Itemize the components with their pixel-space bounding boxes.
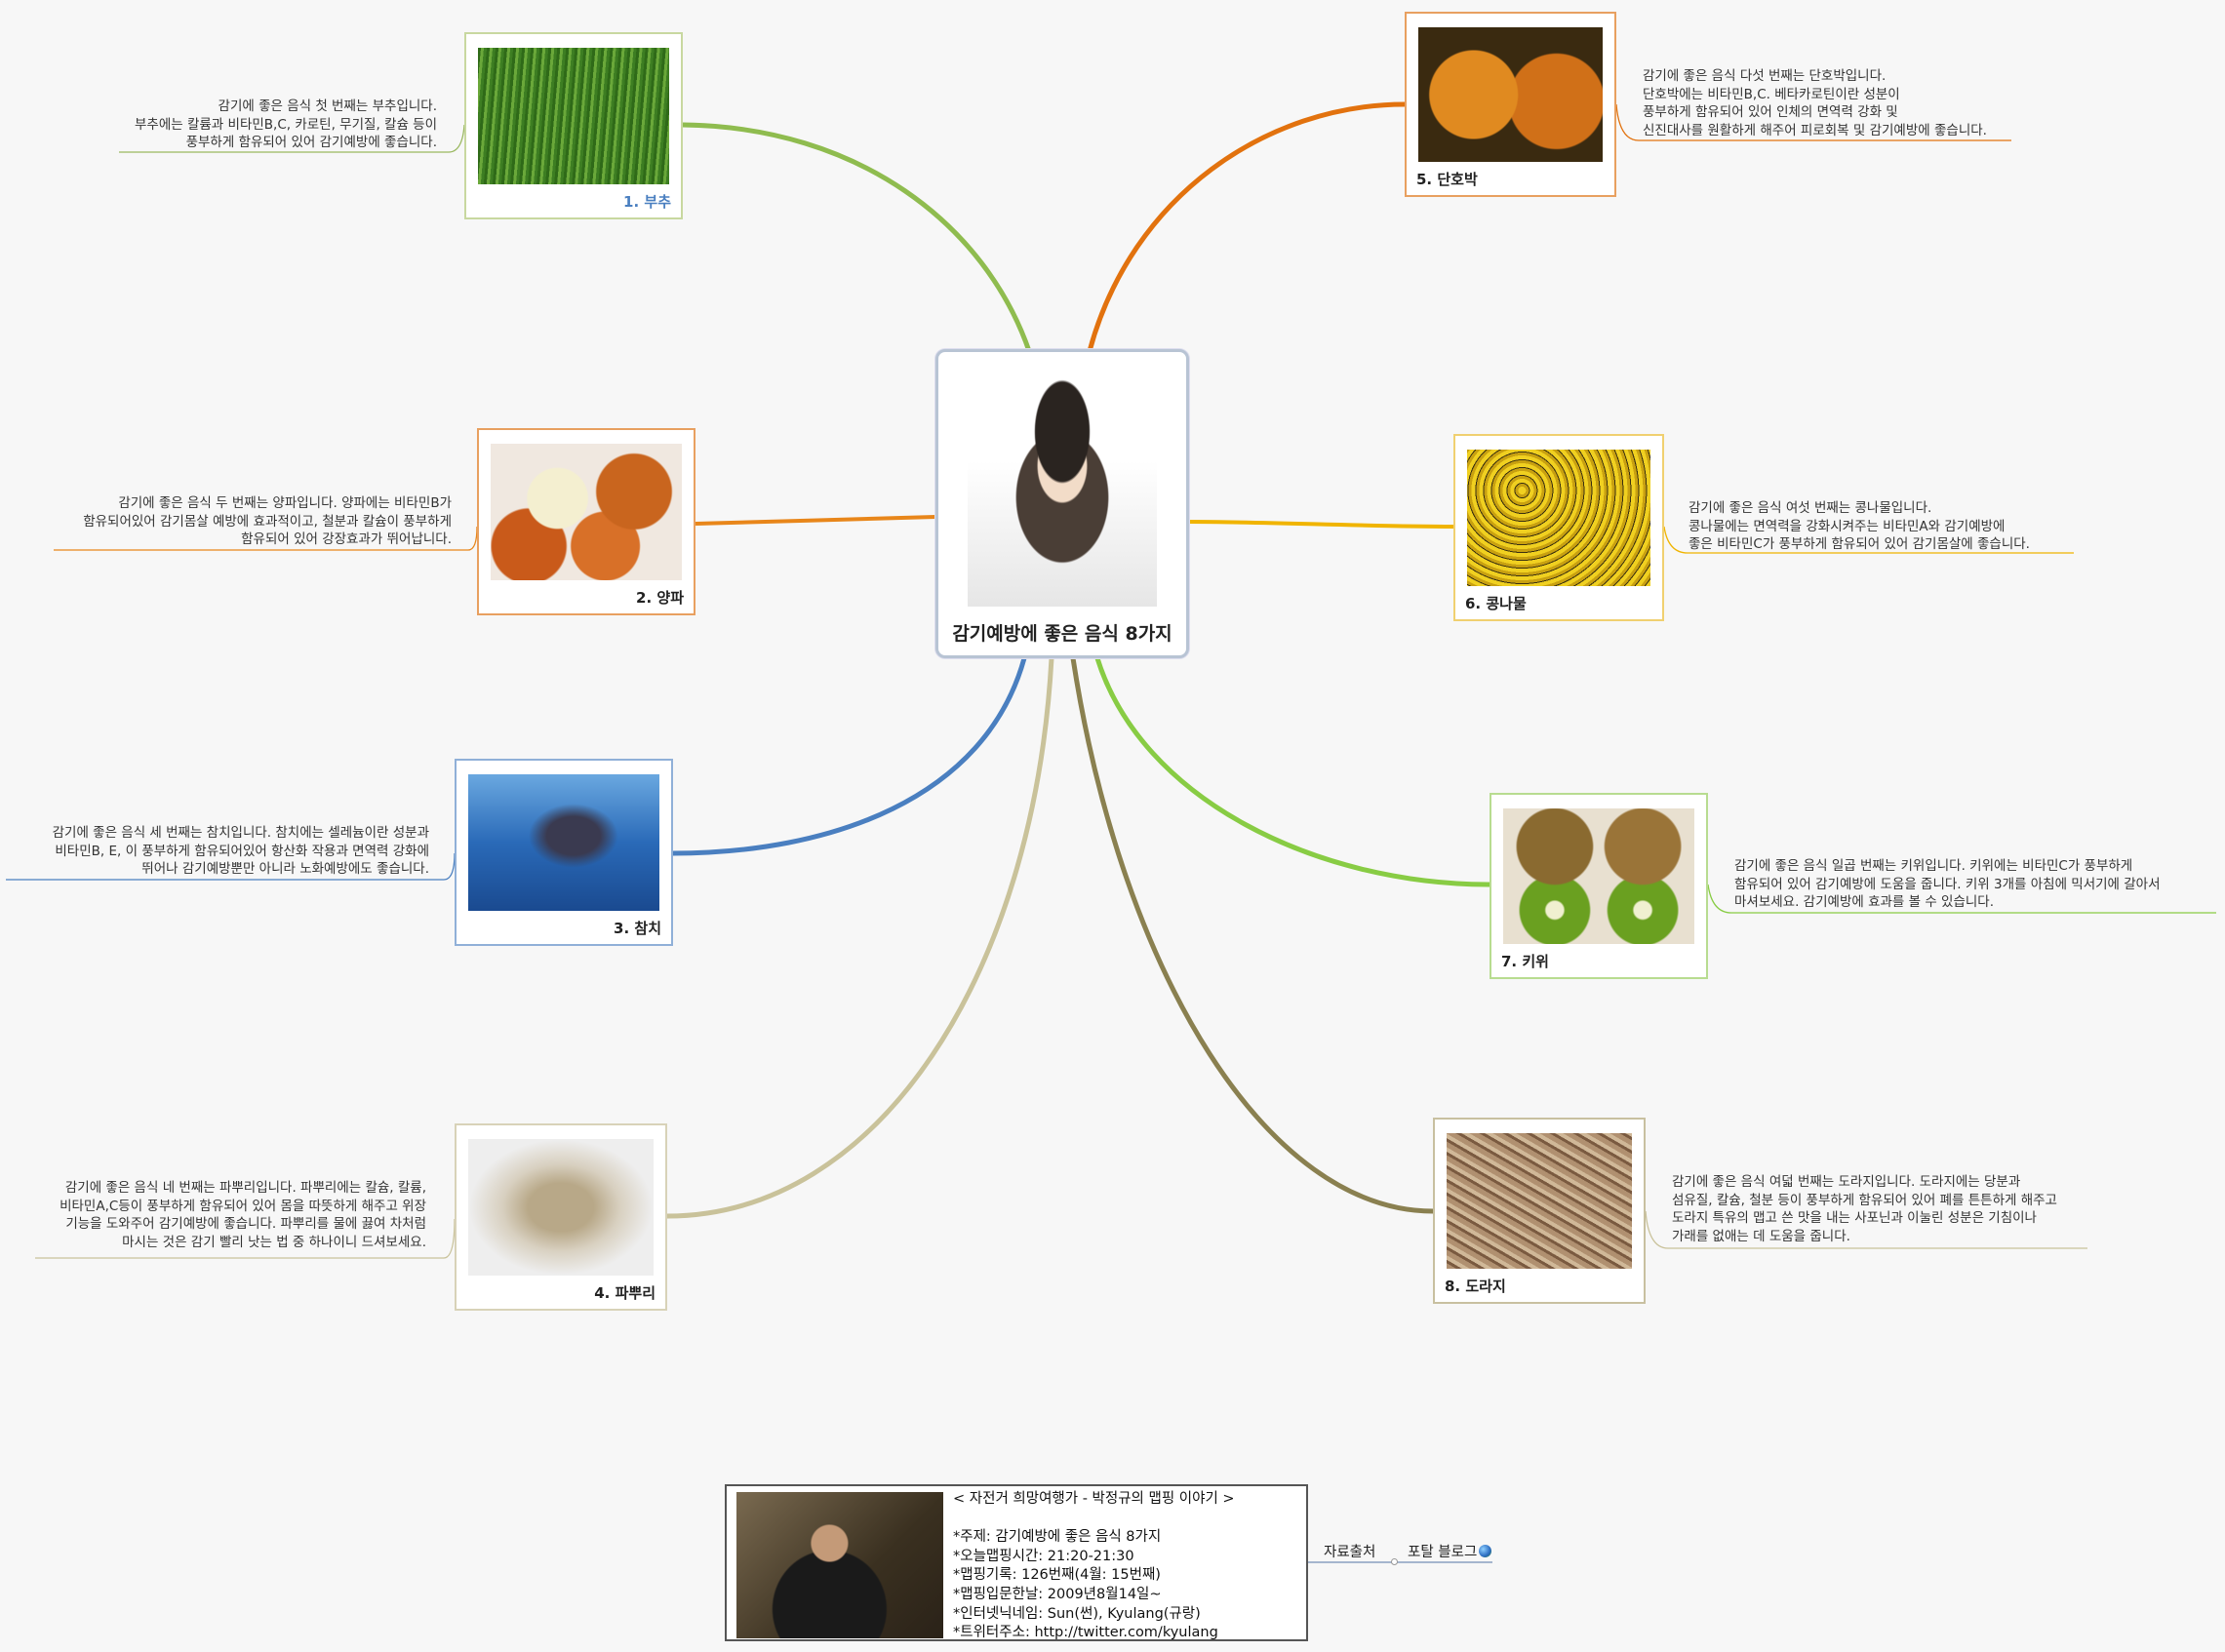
info-line: < 자전거 희망여행가 - 박정규의 맵핑 이야기 > — [953, 1491, 1235, 1507]
connector-dot — [1391, 1558, 1398, 1565]
pumpkin-image — [1418, 27, 1603, 162]
info-line: *맵핑입문한날: 2009년8월14일~ — [953, 1586, 1162, 1602]
desc-line: 좋은 비타민C가 풍부하게 함유되어 있어 감기몸살에 좋습니다. — [1689, 536, 2030, 552]
branch-6 — [1188, 520, 1454, 529]
desc-line: 부추에는 칼륨과 비타민B,C, 카로틴, 무기질, 칼슘 등이 — [135, 116, 437, 133]
desc-line: 마시는 것은 감기 빨리 낫는 법 중 하나이니 드셔보세요. — [122, 1234, 426, 1250]
desc-line: 감기에 좋은 음식 여덟 번째는 도라지입니다. 도라지에는 당분과 — [1672, 1174, 2021, 1190]
author-info-box[interactable]: < 자전거 희망여행가 - 박정규의 맵핑 이야기 > *주제: 감기예방에 좋… — [725, 1484, 1308, 1641]
food-node-onion[interactable]: 2. 양파 — [477, 428, 695, 615]
desc-line: 섬유질, 칼슘, 철분 등이 풍부하게 함유되어 있어 폐를 튼튼하게 해주고 — [1672, 1192, 2057, 1208]
desc-line: 비타민A,C등이 풍부하게 함유되어 있어 몸을 따뜻하게 해주고 위장 — [60, 1198, 426, 1214]
desc-line: 감기에 좋은 음식 첫 번째는 부추입니다. — [218, 98, 437, 114]
food-node-pumpkin[interactable]: 5. 단호박 — [1405, 12, 1616, 197]
desc-line: 감기에 좋은 음식 네 번째는 파뿌리입니다. 파뿌리에는 칼슘, 칼륨, — [64, 1180, 426, 1196]
desc-line: 뛰어나 감기예방뿐만 아니라 노화예방에도 좋습니다. — [141, 861, 429, 877]
desc-line: 가래를 없애는 데 도움을 줍니다. — [1672, 1228, 1850, 1244]
desc-line: 함유되어 있어 감기예방에 도움을 줍니다. 키위 3개를 아침에 믹서기에 갈… — [1734, 876, 2161, 892]
info-line: *주제: 감기예방에 좋은 음식 8가지 — [953, 1529, 1162, 1546]
branch-8 — [1070, 657, 1434, 1214]
branch-1 — [682, 122, 1032, 352]
bean-sprouts-image — [1467, 450, 1650, 586]
bellflower-root-image — [1447, 1133, 1632, 1269]
desc-line: 감기에 좋은 음식 두 번째는 양파입니다. 양파에는 비타민B가 — [118, 495, 452, 511]
desc-bean-sprouts: 감기에 좋은 음식 여섯 번째는 콩나물입니다. 콩나물에는 면역력을 강화시켜주… — [1689, 499, 2030, 557]
branch-2 — [695, 515, 936, 526]
onion-image — [491, 444, 682, 580]
food-label: 4. 파뿌리 — [594, 1284, 656, 1302]
globe-icon — [1479, 1545, 1492, 1557]
branch-4 — [666, 657, 1054, 1219]
scallion-root-image — [468, 1139, 654, 1276]
desc-line: 도라지 특유의 맵고 쓴 맛을 내는 사포닌과 이눌린 성분은 기침이나 — [1672, 1210, 2037, 1226]
desc-scallion-root: 감기에 좋은 음식 네 번째는 파뿌리입니다. 파뿌리에는 칼슘, 칼륨, 비타민… — [60, 1179, 426, 1254]
food-node-kiwi[interactable]: 7. 키위 — [1490, 793, 1708, 979]
info-line: *오늘맵핑시간: 21:20-21:30 — [953, 1548, 1134, 1564]
info-line: *인터넷닉네임: Sun(썬), Kyulang(규랑) — [953, 1605, 1201, 1622]
desc-line: 함유되어 있어 강장효과가 뛰어납니다. — [241, 531, 452, 547]
desc-line: 신진대사를 원활하게 해주어 피로회복 및 감기예방에 좋습니다. — [1643, 122, 1987, 138]
desc-line: 콩나물에는 면역력을 강화시켜주는 비타민A와 감기예방에 — [1689, 518, 2006, 534]
food-node-scallion-root[interactable]: 4. 파뿌리 — [455, 1123, 667, 1311]
portal-blog-label: 포탈 블로그 — [1408, 1545, 1478, 1560]
desc-line: 감기에 좋은 음식 다섯 번째는 단호박입니다. — [1643, 68, 1887, 84]
food-label: 8. 도라지 — [1445, 1278, 1506, 1295]
info-line: *맵핑기록: 126번째(4월: 15번째) — [953, 1567, 1161, 1584]
food-label: 2. 양파 — [636, 589, 684, 607]
kiwi-image — [1503, 808, 1694, 944]
author-photo — [736, 1492, 943, 1638]
food-label: 3. 참치 — [614, 920, 661, 937]
info-line: *트위터주소: http://twitter.com/kyulang — [953, 1625, 1218, 1641]
food-label: 6. 콩나물 — [1465, 595, 1527, 612]
desc-buchu: 감기에 좋은 음식 첫 번째는 부추입니다. 부추에는 칼륨과 비타민B,C, 카… — [135, 98, 437, 155]
desc-line: 감기에 좋은 음식 여섯 번째는 콩나물입니다. — [1689, 500, 1932, 516]
food-label: 5. 단호박 — [1416, 171, 1478, 188]
food-node-buchu[interactable]: 1. 부추 — [464, 32, 683, 219]
desc-line: 풍부하게 함유되어 있어 인체의 면역력 강화 및 — [1643, 104, 1898, 120]
central-title: 감기예방에 좋은 음식 8가지 — [952, 623, 1172, 645]
branch-3 — [672, 657, 1027, 856]
info-line — [953, 1510, 1235, 1529]
food-node-tuna[interactable]: 3. 참치 — [455, 759, 673, 946]
portal-blog-link[interactable]: 포탈 블로그 — [1408, 1541, 1492, 1561]
food-label: 1. 부추 — [623, 193, 671, 211]
source-label: 자료출처 — [1324, 1545, 1376, 1560]
author-info-text: < 자전거 희망여행가 - 박정규의 맵핑 이야기 > *주제: 감기예방에 좋… — [953, 1490, 1235, 1643]
desc-line: 마셔보세요. 감기예방에 효과를 볼 수 있습니다. — [1734, 894, 1995, 910]
food-node-bean-sprouts[interactable]: 6. 콩나물 — [1453, 434, 1664, 621]
desc-pumpkin: 감기에 좋은 음식 다섯 번째는 단호박입니다. 단호박에는 비타민B,C. 베타… — [1643, 67, 1987, 142]
food-label: 7. 키위 — [1501, 953, 1549, 970]
desc-line: 기능을 도와주어 감기예방에 좋습니다. 파뿌리를 물에 끓여 차처럼 — [65, 1216, 426, 1232]
desc-line: 단호박에는 비타민B,C. 베타카로틴이란 성분이 — [1643, 86, 1900, 102]
desc-line: 비타민B, E, 이 풍부하게 함유되어있어 항산화 작용과 면역력 강화에 — [55, 843, 429, 859]
central-topic[interactable]: 감기예방에 좋은 음식 8가지 — [935, 349, 1189, 658]
food-node-bellflower-root[interactable]: 8. 도라지 — [1433, 1118, 1646, 1304]
desc-line: 함유되어있어 감기몸살 예방에 효과적이고, 철분과 칼슘이 풍부하게 — [83, 513, 452, 530]
tuna-image — [468, 774, 659, 911]
chives-image — [478, 48, 669, 184]
desc-line: 감기에 좋은 음식 일곱 번째는 키위입니다. 키위에는 비타민C가 풍부하게 — [1734, 858, 2133, 874]
desc-line: 감기에 좋은 음식 세 번째는 참치입니다. 참치에는 셀레늄이란 성분과 — [52, 825, 429, 841]
branch-5 — [1087, 101, 1406, 352]
sneezing-child-image — [968, 364, 1157, 607]
desc-line: 풍부하게 함유되어 있어 감기예방에 좋습니다. — [185, 135, 437, 150]
branch-7 — [1094, 657, 1490, 887]
